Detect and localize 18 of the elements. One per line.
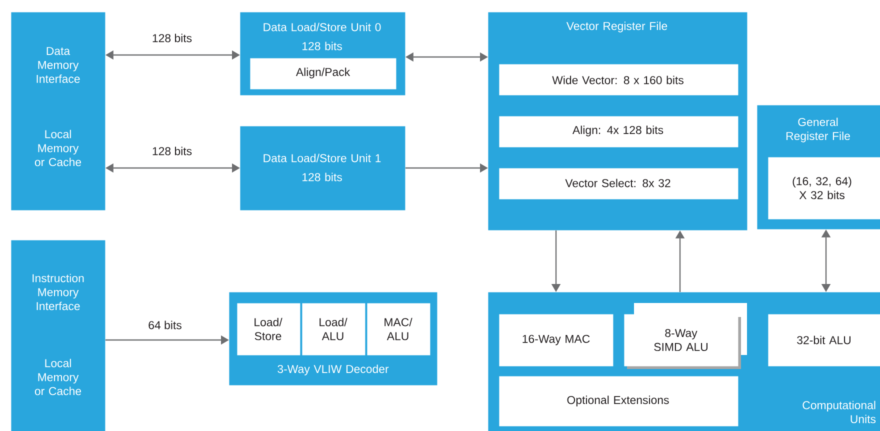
memory-block: Data Memory Interface Local Memory or Cache (11, 12, 106, 210)
register-box: Align: 4x 128 bits (499, 116, 738, 148)
register-box: (16, 32, 64) X 32 bits (768, 157, 880, 220)
register-box: Vector Select: 8x 32 (499, 168, 738, 200)
edge-label: 128 bits (150, 146, 194, 156)
stacked-unit-box: 8-Way SIMD ALU (624, 303, 747, 369)
edge-label: 128 bits (150, 32, 194, 44)
edge-label: 64 bits (147, 320, 183, 330)
slot-box: MAC/ ALU (367, 303, 430, 356)
unit-box: 16-Way MAC (499, 314, 614, 366)
unit-box: 32-bit ALU (768, 314, 880, 366)
function-box: Align/Pack (250, 58, 396, 90)
slot-box: Load/ ALU (302, 303, 366, 356)
unit-block: Data Load/Store Unit 1 128 bits (240, 126, 406, 210)
slot-box: Load/ Store (237, 303, 300, 356)
extension-box: Optional Extensions (499, 376, 738, 426)
memory-block: Instruction Memory Interface Local Memory or Cache (11, 240, 106, 431)
register-box: Wide Vector: 8 x 160 bits (499, 64, 738, 96)
